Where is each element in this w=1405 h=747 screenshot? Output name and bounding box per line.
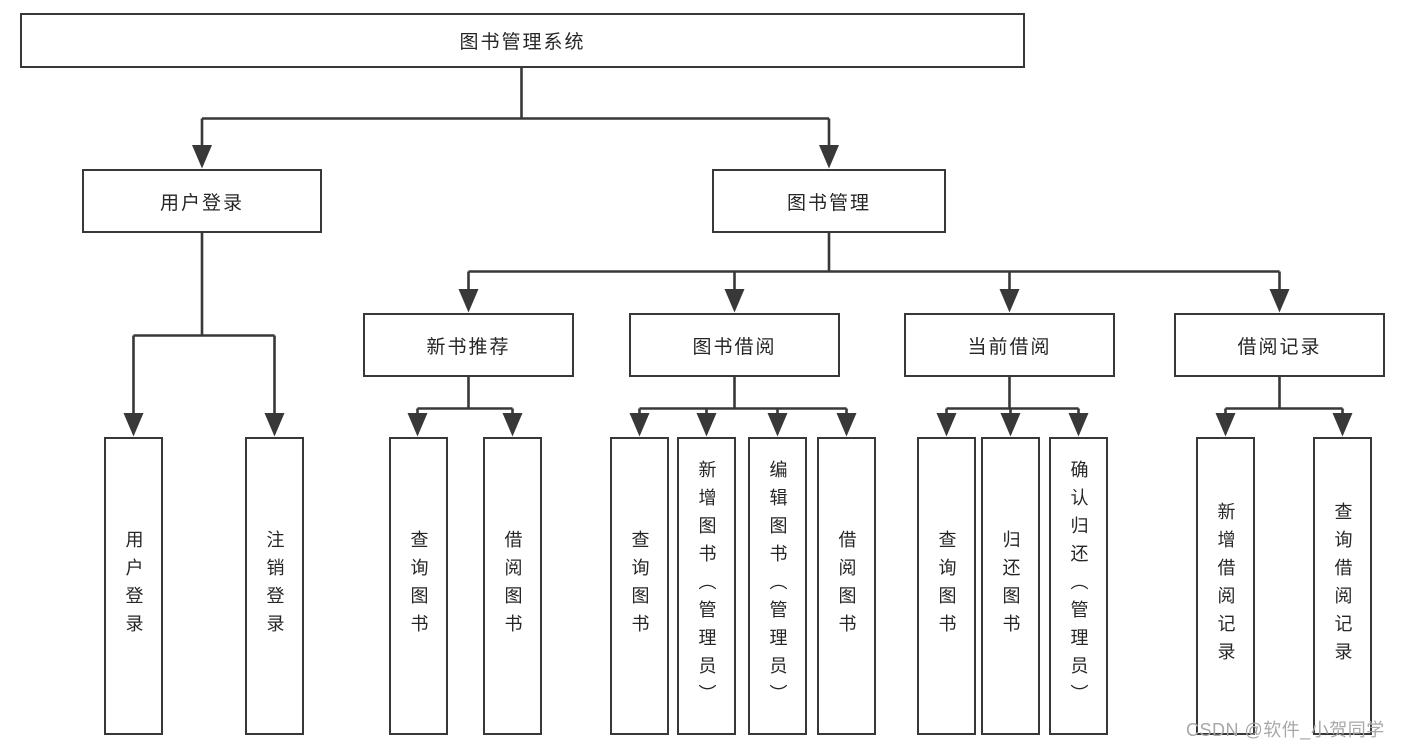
leaf-label: 注销登录 — [264, 530, 285, 642]
arrow-down-icon — [123, 413, 144, 437]
arrow-down-icon — [1332, 413, 1353, 437]
leaf-label: 借阅图书 — [836, 530, 857, 642]
leaf-label: 归还图书 — [1000, 530, 1021, 642]
leaf-query-books-current: 查询图书 — [917, 437, 976, 735]
node-library-management-system: 图书管理系统 — [20, 13, 1025, 68]
connector-new-book-recommend-children — [407, 377, 523, 437]
node-user-login: 用户登录 — [82, 169, 322, 233]
connector-current-borrowing-children — [936, 377, 1089, 437]
leaf-query-borrow-record: 查询借阅记录 — [1313, 437, 1372, 735]
arrow-down-icon — [836, 413, 857, 437]
connector-book-management-children — [458, 233, 1290, 313]
arrow-down-icon — [502, 413, 523, 437]
connector-book-borrowing-children — [629, 377, 857, 437]
arrow-down-icon — [1068, 413, 1089, 437]
connector-borrowing-records-children — [1215, 377, 1353, 437]
node-label: 图书管理 — [786, 192, 871, 214]
leaf-label: 新增借阅记录 — [1215, 502, 1236, 670]
csdn-watermark: CSDN @软件_小贺同学 — [1186, 720, 1385, 740]
arrow-down-icon — [819, 145, 839, 169]
arrow-down-icon — [407, 413, 428, 437]
leaf-borrow-books-recommend: 借阅图书 — [483, 437, 542, 735]
arrow-down-icon — [264, 413, 285, 437]
arrow-down-icon — [629, 413, 650, 437]
leaf-label: 用户登录 — [123, 530, 144, 642]
leaf-query-books-borrowing: 查询图书 — [610, 437, 669, 735]
leaf-label: 查询图书 — [629, 530, 650, 642]
node-label: 借阅记录 — [1237, 336, 1322, 358]
leaf-add-borrow-record: 新增借阅记录 — [1196, 437, 1255, 735]
leaf-confirm-return-admin: 确认归还（管理员） — [1049, 437, 1108, 735]
leaf-label: 新增图书（管理员） — [696, 460, 717, 712]
leaf-edit-book-admin: 编辑图书（管理员） — [748, 437, 807, 735]
arrow-down-icon — [724, 289, 745, 313]
connector-user-login-children — [123, 233, 285, 437]
leaf-return-book: 归还图书 — [981, 437, 1040, 735]
node-book-borrowing: 图书借阅 — [629, 313, 840, 377]
arrow-down-icon — [936, 413, 957, 437]
arrow-down-icon — [1000, 413, 1021, 437]
arrow-down-icon — [458, 289, 479, 313]
leaf-add-book-admin: 新增图书（管理员） — [677, 437, 736, 735]
leaf-borrow-books: 借阅图书 — [817, 437, 876, 735]
node-label: 图书借阅 — [692, 336, 777, 358]
arrow-down-icon — [696, 413, 717, 437]
leaf-logout: 注销登录 — [245, 437, 304, 735]
arrow-down-icon — [767, 413, 788, 437]
arrow-down-icon — [999, 289, 1020, 313]
node-label: 用户登录 — [159, 192, 244, 214]
leaf-label: 查询图书 — [408, 530, 429, 642]
leaf-label: 编辑图书（管理员） — [767, 460, 788, 712]
arrow-down-icon — [1215, 413, 1236, 437]
node-label: 当前借阅 — [967, 336, 1052, 358]
leaf-label: 查询借阅记录 — [1332, 502, 1353, 670]
leaf-user-login: 用户登录 — [104, 437, 163, 735]
leaf-label: 借阅图书 — [502, 530, 523, 642]
node-book-management: 图书管理 — [712, 169, 946, 233]
arrow-down-icon — [192, 145, 212, 169]
node-label: 图书管理系统 — [459, 32, 586, 53]
node-new-book-recommend: 新书推荐 — [363, 313, 574, 377]
node-label: 新书推荐 — [426, 336, 511, 358]
arrow-down-icon — [1269, 289, 1290, 313]
connector-root-to-level2 — [192, 68, 839, 169]
leaf-label: 查询图书 — [936, 530, 957, 642]
leaf-label: 确认归还（管理员） — [1068, 460, 1089, 712]
leaf-query-books-recommend: 查询图书 — [389, 437, 448, 735]
node-borrowing-records: 借阅记录 — [1174, 313, 1385, 377]
node-current-borrowing: 当前借阅 — [904, 313, 1115, 377]
